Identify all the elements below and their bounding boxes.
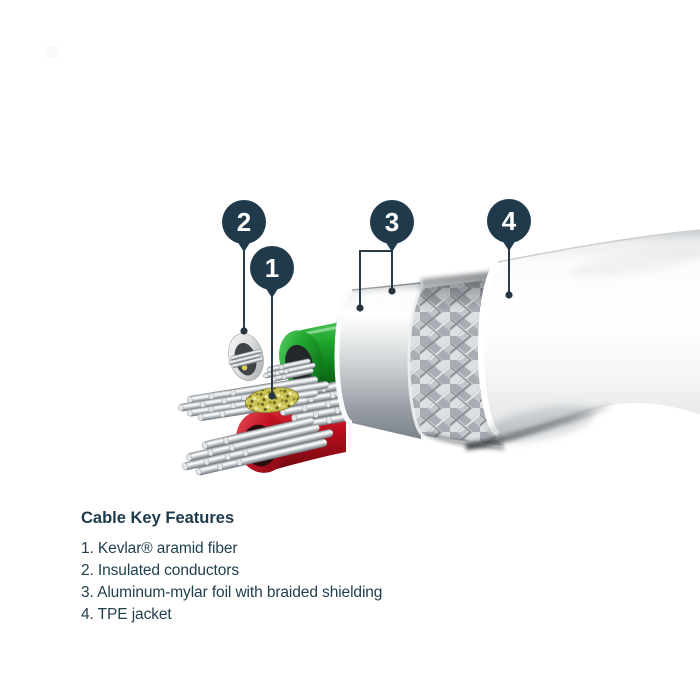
callout-dot-4 [505, 291, 513, 299]
callout-dot-2 [240, 327, 248, 335]
callout-dot-3a [388, 287, 396, 295]
tpe-jacket [465, 229, 700, 451]
callout-lines [243, 247, 510, 393]
callout-number-3: 3 [385, 207, 399, 237]
callout-dot-3b [356, 304, 364, 312]
features-title: Cable Key Features [81, 509, 235, 527]
callout-number-2: 2 [237, 207, 251, 237]
callout-dots [240, 287, 513, 400]
callout-pin-2: 2 [222, 200, 266, 252]
feature-item-4: 4. TPE jacket [81, 606, 172, 623]
feature-item-3: 3. Aluminum-mylar foil with braided shie… [81, 584, 383, 601]
callout-pin-4: 4 [487, 199, 531, 251]
strand-bundle-front [182, 417, 334, 476]
callout-dot-1 [268, 392, 276, 400]
white-insulated-conductor [228, 333, 264, 381]
feature-item-2: 2. Insulated conductors [81, 562, 239, 579]
callout-pin-3: 3 [370, 200, 414, 252]
logo-placeholder [46, 46, 58, 58]
callout-number-1: 1 [265, 253, 279, 283]
kevlar-aramid-fiber [244, 387, 300, 413]
callout-line-3 [359, 248, 393, 305]
callout-number-4: 4 [502, 206, 517, 236]
callout-pin-1: 1 [250, 246, 294, 298]
cable-key-features: Cable Key Features 1. Kevlar® aramid fib… [81, 508, 382, 626]
feature-item-1: 1. Kevlar® aramid fiber [81, 540, 238, 557]
cable-illustration [177, 229, 700, 476]
